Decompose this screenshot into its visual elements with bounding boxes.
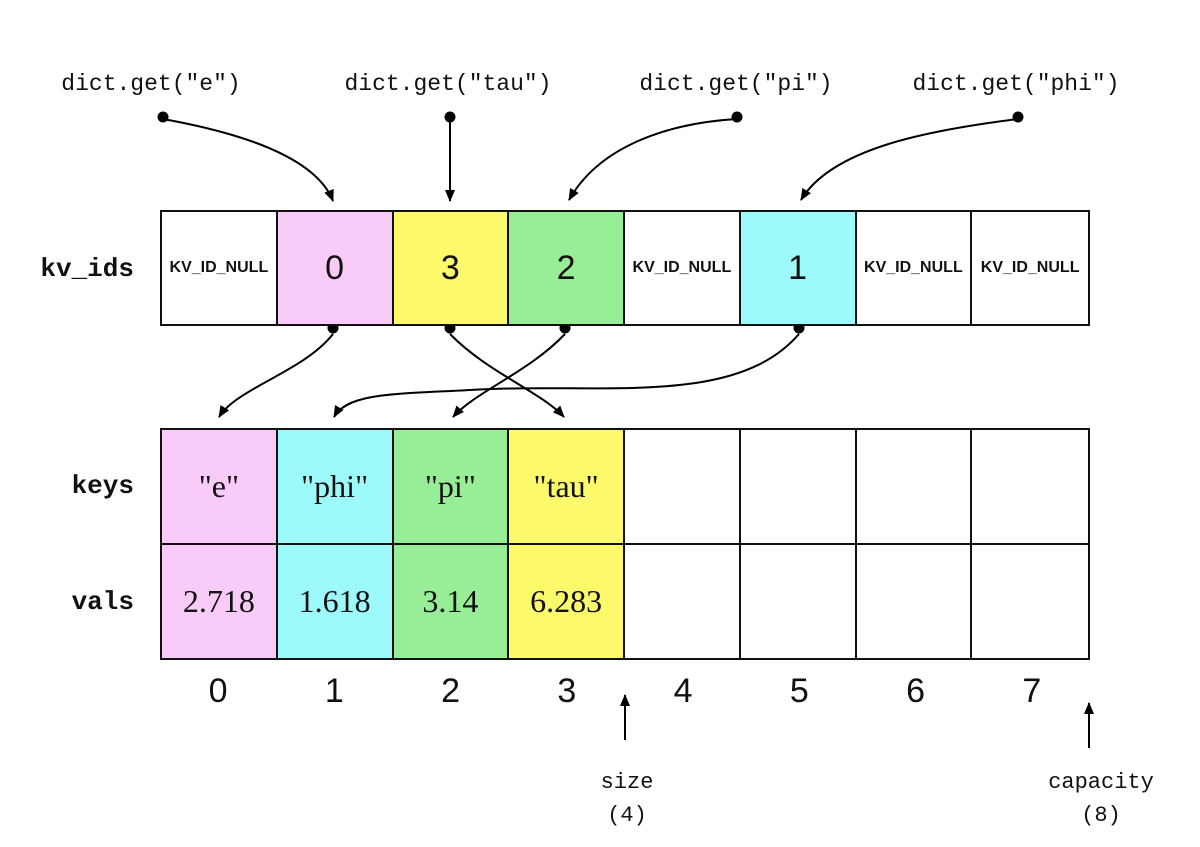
index-label-5: 5	[789, 672, 809, 710]
size-value: (4)	[607, 803, 647, 828]
arrow-slot-5-to-key-1	[333, 333, 800, 418]
index-label-6: 6	[906, 672, 926, 710]
vals-cell-2: 3.14	[393, 545, 510, 658]
kv-ids-cell-5-value: 1	[788, 248, 808, 287]
keys-cell-2-value: "pi"	[424, 468, 476, 504]
kv-ids-cell-6: KV_ID_NULL	[856, 212, 973, 324]
keys-cell-6	[856, 430, 973, 545]
kv-ids-cell-5: 1	[740, 212, 857, 324]
keys-cell-7	[972, 430, 1088, 545]
kv-ids-cell-3-value: 2	[556, 248, 576, 287]
capacity-label: capacity	[1048, 770, 1154, 795]
capacity-value: (8)	[1081, 803, 1121, 828]
keys-cell-0-value: "e"	[198, 468, 240, 504]
keys-row-label: keys	[71, 471, 134, 501]
dot-get-phi	[1012, 111, 1024, 123]
kv-ids-cell-0-value: KV_ID_NULL	[169, 259, 269, 276]
keys-cell-5	[740, 430, 857, 545]
keys-cell-4	[625, 430, 741, 545]
kv-ids-cell-4: KV_ID_NULL	[625, 212, 741, 324]
keys-cell-1-value: "phi"	[301, 468, 369, 504]
kv-ids-cell-3: 2	[509, 212, 625, 324]
dot-get-pi	[731, 111, 743, 123]
call-label-get-phi: dict.get("phi")	[912, 71, 1120, 97]
kv-ids-cell-1: 0	[277, 212, 394, 324]
vals-cell-4	[625, 545, 741, 658]
kv-ids-array: KV_ID_NULL 0 3 2 KV_ID_NULL 1 KV_ID_NULL…	[160, 210, 1090, 326]
vals-cell-7	[972, 545, 1088, 658]
vals-cell-0: 2.718	[162, 545, 278, 658]
index-label-4: 4	[673, 672, 693, 710]
dot-get-e	[157, 111, 169, 123]
kv-ids-row-label: kv_ids	[40, 254, 134, 284]
vals-cell-3: 6.283	[509, 545, 625, 658]
keys-cell-3-value: "tau"	[533, 468, 599, 504]
kv-ids-cell-4-value: KV_ID_NULL	[632, 259, 732, 276]
kv-ids-cell-0: KV_ID_NULL	[162, 212, 278, 324]
call-label-get-e: dict.get("e")	[61, 71, 241, 97]
index-label-3: 3	[557, 672, 577, 710]
index-label-0: 0	[208, 672, 228, 710]
arrow-slot-2-to-key-3	[449, 333, 565, 418]
call-label-get-pi: dict.get("pi")	[639, 71, 833, 97]
arrow-get-phi-to-slot-5	[800, 118, 1019, 201]
vals-row-label: vals	[71, 587, 134, 617]
vals-cell-6	[856, 545, 973, 658]
vals-cell-0-value: 2.718	[182, 583, 255, 619]
dot-get-tau	[444, 111, 456, 123]
keys-vals-table: "e" "phi" "pi" "tau" 2.718 1.618 3.14 6.…	[160, 428, 1090, 660]
call-label-get-tau: dict.get("tau")	[344, 71, 552, 97]
vals-cell-2-value: 3.14	[422, 583, 479, 619]
kv-ids-cell-2: 3	[393, 212, 510, 324]
index-label-1: 1	[324, 672, 344, 710]
arrow-slot-1-to-key-0	[218, 333, 334, 418]
keys-cell-3: "tau"	[509, 430, 625, 545]
kv-ids-cell-1-value: 0	[325, 248, 345, 287]
index-row: 0 1 2 3 4 5 6 7	[160, 672, 1090, 710]
keys-cell-0: "e"	[162, 430, 278, 545]
arrow-get-pi-to-slot-3	[568, 118, 738, 201]
kv-ids-cell-6-value: KV_ID_NULL	[864, 259, 963, 276]
index-label-7: 7	[1022, 672, 1042, 710]
kv-ids-cell-2-value: 3	[440, 248, 460, 287]
vals-cell-1: 1.618	[277, 545, 394, 658]
arrow-get-e-to-slot-1	[162, 118, 334, 202]
kv-ids-cell-7-value: KV_ID_NULL	[980, 259, 1080, 276]
index-label-2: 2	[441, 672, 461, 710]
vals-cell-5	[740, 545, 857, 658]
kv-ids-cell-7: KV_ID_NULL	[972, 212, 1088, 324]
keys-cell-1: "phi"	[277, 430, 394, 545]
vals-cell-1-value: 1.618	[298, 583, 371, 619]
keys-cell-2: "pi"	[393, 430, 510, 545]
arrow-slot-3-to-key-2	[452, 333, 566, 418]
vals-cell-3-value: 6.283	[530, 583, 603, 619]
size-label: size	[600, 770, 654, 795]
